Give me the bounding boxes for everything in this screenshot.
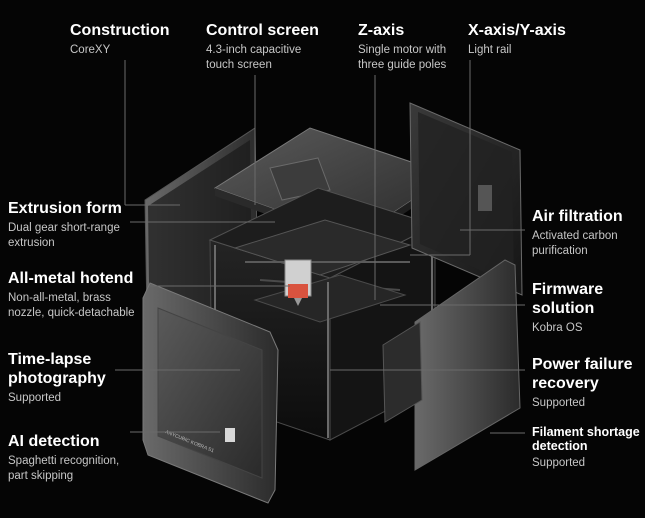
spec-all-metal-hotend-desc: Non-all-metal, brass nozzle, quick-detac… [8, 292, 135, 319]
spec-z-axis: Z-axis Single motor with three guide pol… [358, 21, 446, 73]
right-side-panel [382, 259, 521, 471]
spec-firmware-title: Firmware solution [532, 281, 604, 317]
spec-construction-title: Construction [70, 22, 170, 39]
spec-ai-detection-desc: Spaghetti recognition, part skipping [8, 455, 120, 482]
spec-air-filtration: Air filtration Activated carbon purifica… [532, 207, 623, 259]
spec-ai-detection: AI detection Spaghetti recognition, part… [8, 432, 119, 484]
spec-z-axis-title: Z-axis [358, 22, 405, 39]
spec-air-filtration-title: Air filtration [532, 208, 623, 225]
spec-power-failure-desc: Supported [532, 397, 586, 409]
spec-xy-axis-desc: Light rail [468, 44, 512, 56]
spec-time-lapse-desc: Supported [8, 392, 62, 404]
spec-time-lapse: Time-lapse photography Supported [8, 350, 106, 406]
spec-time-lapse-title: Time-lapse photography [8, 351, 106, 387]
spec-air-filtration-desc: Activated carbon purification [532, 230, 618, 257]
spec-ai-detection-title: AI detection [8, 433, 100, 450]
spec-power-failure: Power failure recovery Supported [532, 355, 632, 411]
spec-filament-shortage: Filament shortage detection Supported [532, 425, 640, 471]
spec-power-failure-title: Power failure recovery [532, 356, 633, 392]
spec-extrusion-form-desc: Dual gear short-range extrusion [8, 222, 120, 249]
spec-filament-shortage-desc: Supported [532, 457, 586, 469]
spec-firmware: Firmware solution Kobra OS [532, 280, 603, 336]
front-door: ANYCUBIC KOBRA S1 [142, 282, 279, 504]
back-filter-panel [409, 102, 523, 296]
spec-extrusion-form-title: Extrusion form [8, 200, 122, 217]
leader-lines [115, 60, 525, 434]
spec-z-axis-desc: Single motor with three guide poles [358, 44, 447, 71]
spec-all-metal-hotend-title: All-metal hotend [8, 270, 134, 287]
spec-control-screen: Control screen 4.3-inch capacitive touch… [206, 21, 319, 73]
spec-control-screen-desc: 4.3-inch capacitive touch screen [206, 44, 302, 71]
spec-xy-axis-title: X-axis/Y-axis [468, 22, 566, 39]
spec-construction: Construction CoreXY [70, 21, 170, 58]
spec-control-screen-title: Control screen [206, 22, 319, 39]
spec-filament-shortage-title: Filament shortage detection [532, 425, 640, 453]
spec-xy-axis: X-axis/Y-axis Light rail [468, 21, 566, 58]
spec-extrusion-form: Extrusion form Dual gear short-range ext… [8, 199, 122, 251]
spec-construction-desc: CoreXY [70, 44, 111, 56]
spec-firmware-desc: Kobra OS [532, 322, 583, 334]
spec-all-metal-hotend: All-metal hotend Non-all-metal, brass no… [8, 269, 135, 321]
